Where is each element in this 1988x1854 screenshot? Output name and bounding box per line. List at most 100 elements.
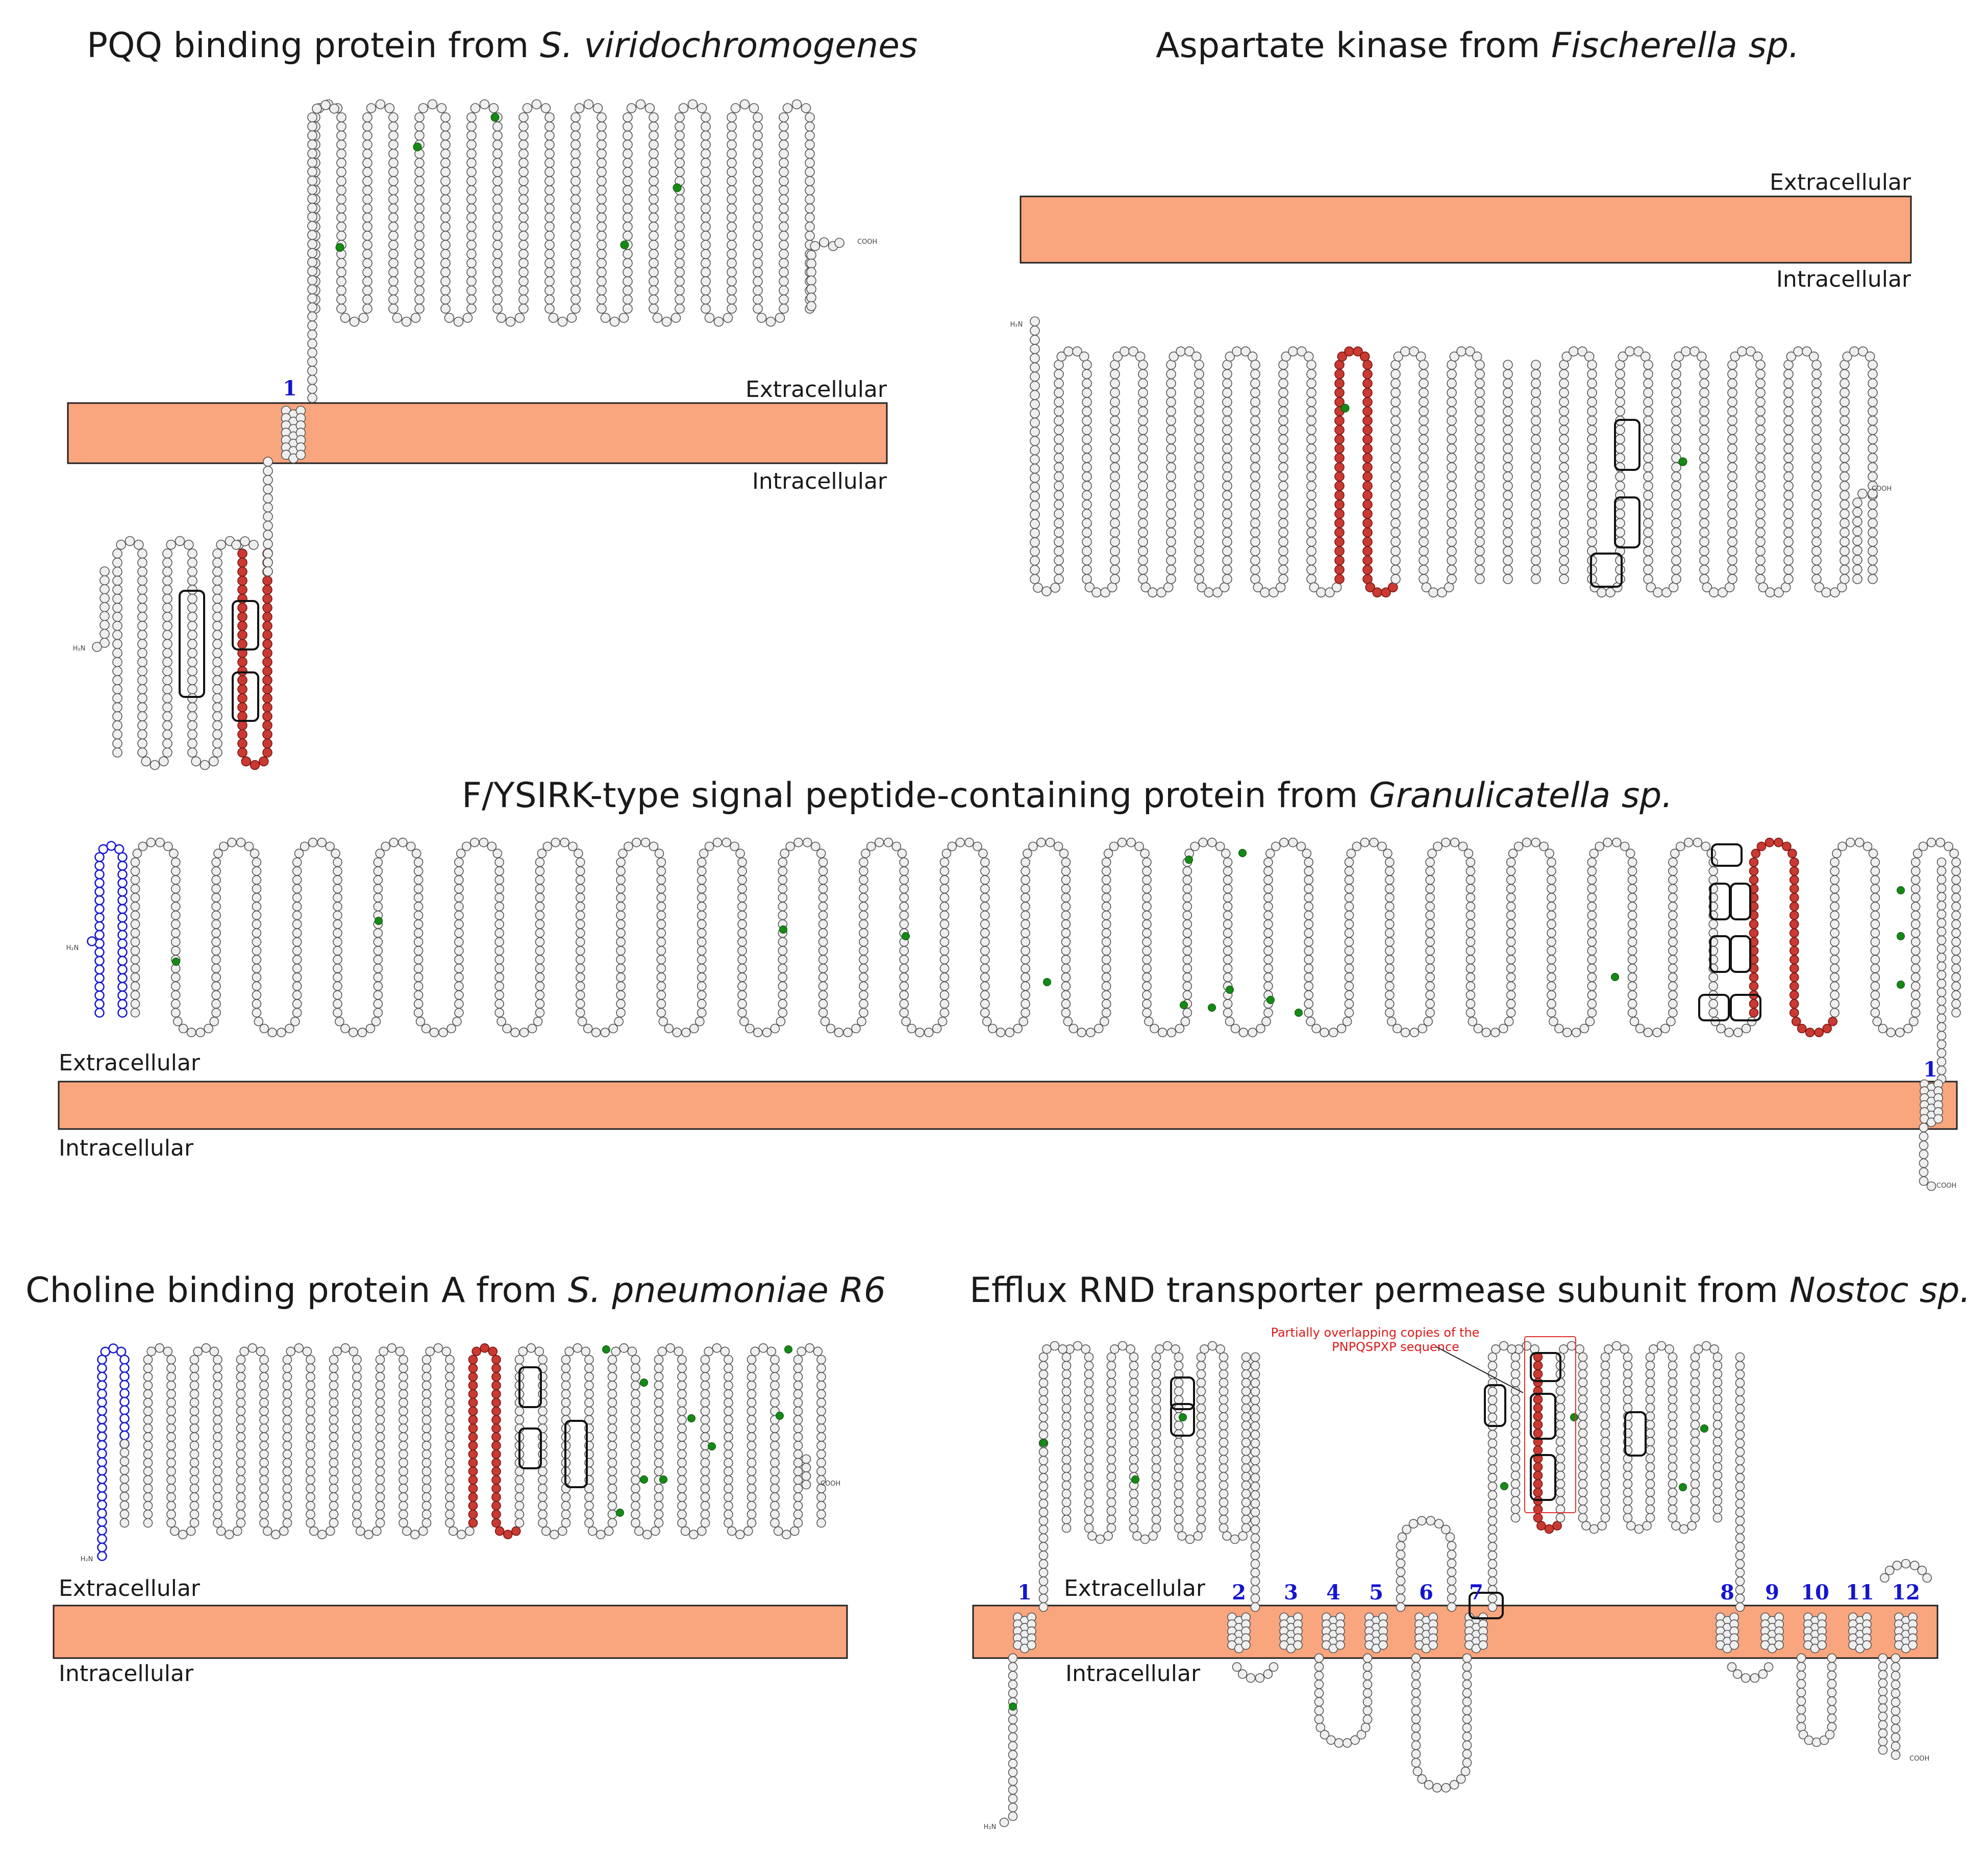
residue xyxy=(1690,1377,1700,1387)
residue xyxy=(189,1423,200,1433)
residue xyxy=(1008,1759,1018,1768)
residue xyxy=(213,1466,222,1476)
residue xyxy=(596,1530,606,1540)
residue xyxy=(1555,1479,1565,1489)
residue xyxy=(616,893,626,903)
residue xyxy=(1219,1352,1229,1362)
residue xyxy=(399,1484,408,1493)
residue xyxy=(112,675,122,685)
residue xyxy=(701,176,711,186)
residue xyxy=(727,212,737,223)
residue xyxy=(939,928,950,938)
residue xyxy=(631,1389,640,1399)
residue xyxy=(791,99,802,110)
residue xyxy=(1241,1361,1251,1371)
residue xyxy=(1303,351,1314,362)
residue xyxy=(1419,509,1429,519)
residue xyxy=(584,1492,594,1502)
residue xyxy=(584,1501,594,1511)
residue xyxy=(1110,406,1120,417)
residue xyxy=(1142,866,1152,876)
residue xyxy=(727,276,737,287)
residue xyxy=(307,374,317,385)
residue xyxy=(282,1449,292,1459)
residue xyxy=(1390,564,1401,575)
residue xyxy=(373,972,383,982)
residue xyxy=(737,928,747,938)
residue xyxy=(1870,875,1880,885)
residue xyxy=(1936,909,1947,919)
residue xyxy=(1219,1438,1229,1447)
residue xyxy=(166,1518,176,1528)
residue xyxy=(282,1492,292,1502)
residue xyxy=(980,893,990,903)
residue xyxy=(793,1518,803,1528)
residue xyxy=(143,1475,153,1485)
residue xyxy=(518,203,529,214)
residue xyxy=(1868,527,1878,538)
residue xyxy=(558,1526,567,1536)
residue xyxy=(1383,848,1393,859)
residue xyxy=(1578,1479,1588,1489)
residue xyxy=(468,1432,478,1442)
residue xyxy=(1390,471,1401,482)
residue xyxy=(619,1343,629,1353)
residue xyxy=(818,1008,828,1018)
residue xyxy=(557,316,568,327)
residue xyxy=(166,1363,176,1373)
residue xyxy=(727,231,737,241)
repeat-box xyxy=(1614,496,1641,548)
residue xyxy=(1061,901,1071,912)
residue xyxy=(1194,434,1204,444)
residue xyxy=(1755,406,1766,417)
residue xyxy=(1837,841,1847,851)
residue xyxy=(727,148,737,159)
glycosite-marker xyxy=(1500,1482,1508,1490)
residue xyxy=(1690,1369,1700,1379)
residue xyxy=(1106,1429,1116,1439)
residue xyxy=(100,566,110,577)
residue xyxy=(713,316,724,327)
residue xyxy=(1219,1446,1229,1456)
residue xyxy=(899,901,909,912)
residue xyxy=(1250,1352,1260,1362)
residue xyxy=(1155,1344,1164,1354)
residue xyxy=(1533,1377,1543,1387)
residue xyxy=(1712,1454,1723,1464)
residue xyxy=(737,937,747,947)
residue xyxy=(1419,574,1429,584)
residue xyxy=(392,313,403,323)
residue xyxy=(1615,499,1625,510)
residue xyxy=(1600,1361,1610,1370)
residue xyxy=(1749,1008,1759,1018)
residue xyxy=(1533,1462,1543,1472)
residue xyxy=(1054,537,1064,547)
residue xyxy=(1058,1344,1067,1354)
residue xyxy=(1627,875,1637,885)
residue xyxy=(1531,397,1541,407)
residue xyxy=(1278,564,1288,575)
residue xyxy=(560,838,569,847)
residue xyxy=(1241,1455,1251,1465)
residue xyxy=(1643,509,1653,519)
residue xyxy=(735,848,745,859)
residue xyxy=(1222,518,1232,529)
residue xyxy=(656,893,666,903)
residue xyxy=(117,964,128,975)
residue xyxy=(1021,990,1030,1000)
residue xyxy=(119,1500,130,1510)
residue xyxy=(1030,528,1040,538)
residue xyxy=(1870,990,1880,1000)
residue xyxy=(779,231,789,241)
residue xyxy=(137,747,147,758)
residue xyxy=(1615,509,1625,519)
residue xyxy=(336,285,346,296)
residue xyxy=(445,1432,455,1442)
residue xyxy=(333,946,342,956)
residue xyxy=(1117,838,1127,847)
residue xyxy=(1510,1479,1521,1489)
residue xyxy=(980,901,990,912)
residue xyxy=(649,304,659,314)
residue xyxy=(466,185,477,195)
residue xyxy=(1447,481,1457,491)
